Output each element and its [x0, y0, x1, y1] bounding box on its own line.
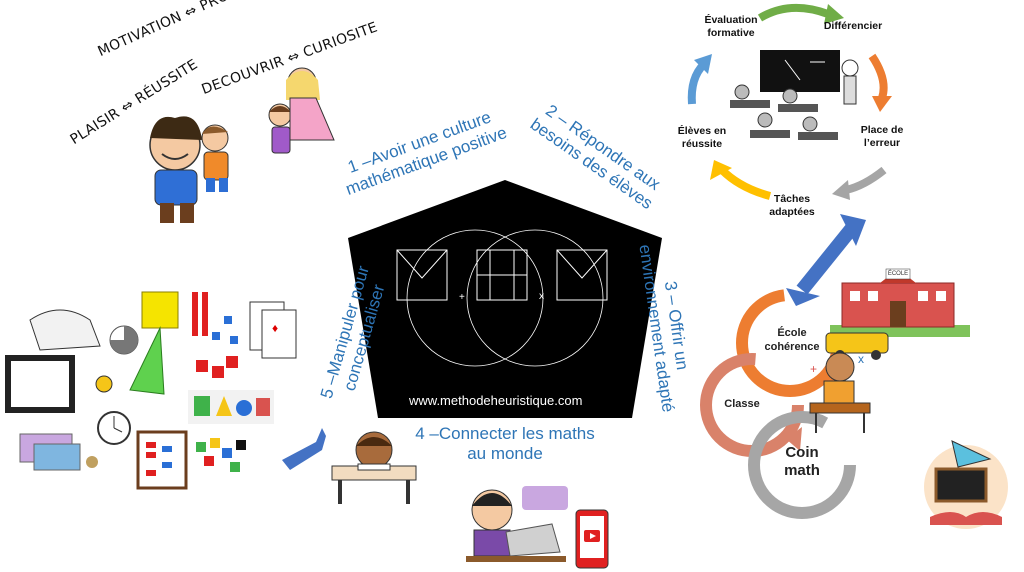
ring-coin	[748, 411, 856, 519]
ring-ecole-line1: École	[777, 327, 807, 339]
arrow-yellow-head	[710, 160, 732, 180]
website-url: www.methodeheuristique.com	[409, 393, 583, 408]
double-arrow-icon	[786, 214, 866, 306]
arrow-blue	[687, 61, 707, 105]
classroom-illustration	[730, 50, 859, 140]
svg-text:+: +	[810, 362, 817, 376]
arrow-blue-head	[694, 54, 712, 74]
pillar-4-line2: au monde	[467, 444, 543, 463]
children-illustration	[149, 67, 335, 223]
cycle-eleves-line1: Élèves en	[677, 125, 727, 137]
ring-classe-head	[786, 427, 802, 451]
logo-letter-m-right	[556, 249, 608, 301]
dice-icon	[196, 360, 208, 372]
logo-circle-left	[406, 229, 544, 367]
base-ten-cube-icon	[141, 291, 179, 329]
manipulatives-illustration: ♦	[5, 291, 297, 490]
arrow-gray	[845, 166, 887, 194]
hand-writing-icon	[29, 309, 101, 351]
small-girl-figure	[268, 103, 292, 154]
rings-illustration: + x	[700, 268, 1008, 529]
arrow-gray-head	[832, 180, 850, 200]
interactive-board-icon	[5, 355, 75, 413]
ring-ecole-label: École cohérence	[752, 326, 832, 354]
boy-figure	[149, 116, 202, 223]
reading-student-illustration	[331, 431, 417, 504]
set-square-icon	[129, 326, 165, 395]
arrow-green-head	[824, 4, 844, 24]
arrow-orange-head	[872, 96, 892, 112]
math-corner-illustration	[924, 440, 1008, 529]
logo-times-sign: x	[539, 291, 544, 302]
pillar-4-label: 4 –Connecter les maths au monde	[405, 424, 605, 464]
cycle-place-label: Place de l’erreur	[852, 124, 912, 150]
kid-laptop-illustration	[466, 486, 568, 562]
cycle-taches-line1: Tâches	[773, 193, 811, 205]
cycle-place-line1: Place de	[860, 124, 904, 136]
cycle-differencier-label: Différencier	[823, 20, 883, 32]
svg-text:♦: ♦	[272, 321, 278, 335]
logo-letter-m-left	[396, 249, 448, 301]
arrow-orange	[868, 53, 888, 100]
student-at-desk: + x	[809, 352, 871, 433]
school-building	[825, 268, 970, 360]
cycle-place-line2: l’erreur	[863, 137, 901, 149]
cycle-eleves-label: Élèves en réussite	[672, 125, 732, 151]
ring-coin-line2: math	[784, 462, 820, 479]
smartphone-icon	[575, 509, 609, 569]
red-rods-icon	[192, 292, 198, 336]
ring-ecole-line2: cohérence	[764, 341, 820, 353]
arrow-yellow	[719, 167, 772, 200]
cycle-evaluation-line2: formative	[707, 27, 755, 39]
abacus-icon	[136, 430, 188, 490]
cycle-evaluation-label: Évaluation formative	[696, 14, 766, 40]
arrow-green	[757, 3, 830, 22]
blue-chevron-icon	[282, 428, 326, 470]
pentagon-shape	[348, 180, 662, 418]
school-sign-text: ÉCOLE	[887, 271, 909, 277]
cycle-taches-line2: adaptées	[769, 206, 815, 218]
pillar-4-line1: 4 –Connecter les maths	[415, 424, 595, 443]
cycle-eleves-line2: réussite	[681, 138, 723, 150]
middle-child-figure	[201, 124, 229, 192]
tape-measure-icon	[95, 375, 113, 393]
cycle-taches-label: Tâches adaptées	[762, 193, 822, 219]
logo-plus-sign: +	[459, 292, 465, 303]
ring-coin-line1: Coin	[785, 444, 819, 461]
ring-classe-label: Classe	[724, 398, 760, 410]
cycle-arrows	[687, 3, 892, 200]
svg-text:x: x	[858, 352, 864, 366]
cycle-evaluation-line1: Évaluation	[704, 14, 758, 26]
logo-circle-right	[466, 229, 604, 367]
logo-letter-h	[476, 249, 528, 301]
ring-coin-label: Coin math	[770, 444, 834, 480]
pattern-blocks-icon	[196, 438, 246, 472]
blue-cubes-icon	[224, 316, 232, 324]
tall-girl-figure	[286, 67, 335, 141]
